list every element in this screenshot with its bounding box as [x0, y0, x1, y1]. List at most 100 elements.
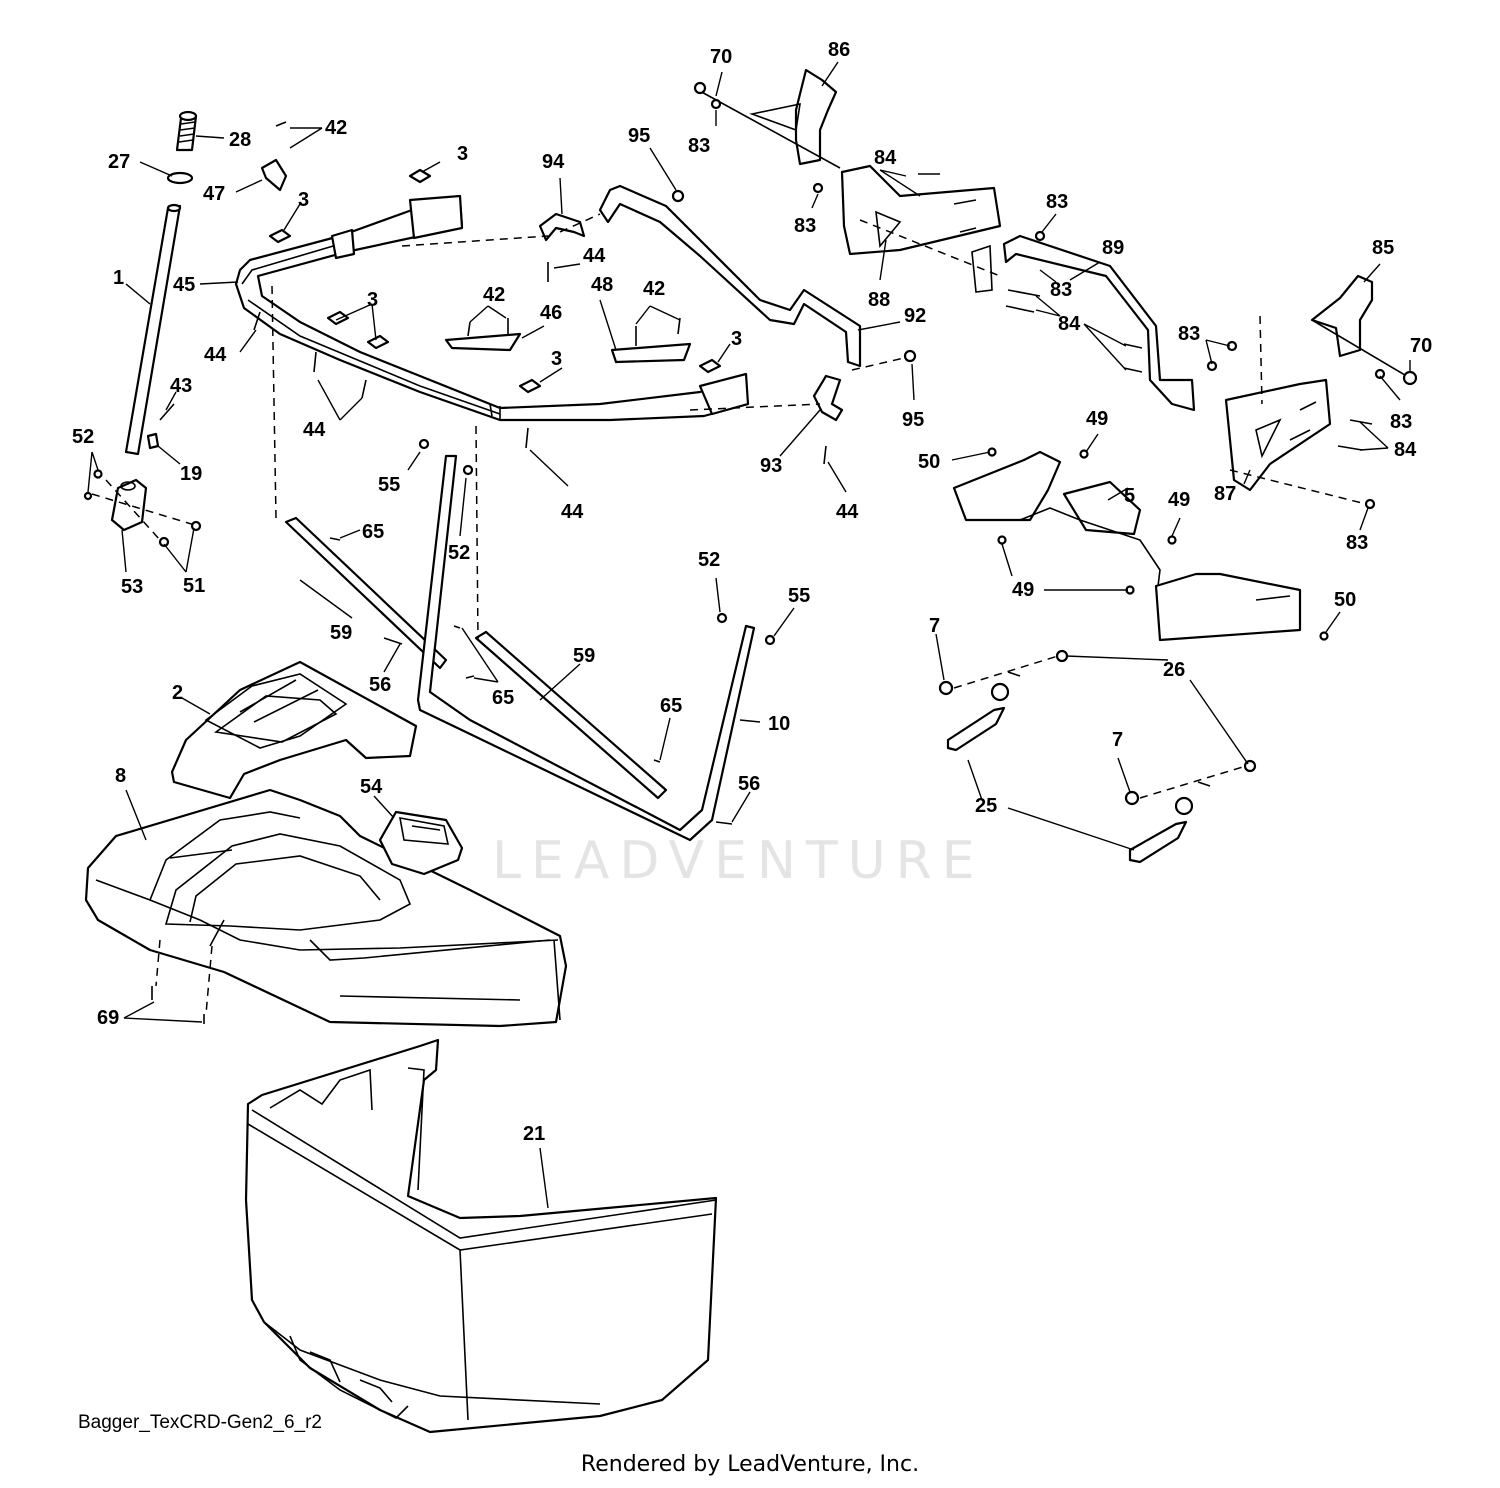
part-83-nut — [1364, 498, 1376, 510]
part-52-nut — [716, 612, 728, 624]
callout-25: 25 — [975, 795, 997, 817]
callout-52: 52 — [448, 542, 470, 564]
callout-44: 44 — [836, 501, 859, 523]
part-93-hook — [812, 374, 844, 422]
callout-3: 3 — [298, 189, 309, 211]
part-52-nut — [93, 469, 103, 479]
callout-labels: 1 2 3 3 3 3 3 5 7 7 8 10 19 21 25 26 27 … — [72, 39, 1432, 1145]
callout-84: 84 — [1058, 313, 1081, 335]
watermark-text: LEADVENTURE — [492, 831, 985, 891]
callout-89: 89 — [1102, 237, 1124, 259]
callout-83: 83 — [794, 215, 816, 237]
part-70-bolt — [697, 89, 841, 169]
callout-69: 69 — [97, 1007, 119, 1029]
part-46-plate — [444, 332, 522, 352]
part-3-clip — [518, 378, 542, 394]
part-86-bracket — [749, 68, 838, 166]
callout-86: 86 — [828, 39, 850, 61]
callout-47: 47 — [203, 183, 225, 205]
callout-45: 45 — [173, 274, 195, 296]
callout-59: 59 — [330, 622, 352, 644]
part-3-clip — [698, 358, 722, 374]
callout-94: 94 — [542, 151, 565, 173]
part-69-pins — [151, 986, 205, 1024]
part-65-clips — [329, 537, 661, 763]
part-70-bolt — [1311, 319, 1411, 379]
callout-65: 65 — [362, 521, 384, 543]
part-92-bar — [598, 184, 862, 368]
part-2-flap — [170, 660, 418, 800]
part-7-nut — [938, 680, 954, 696]
callout-87: 87 — [1214, 483, 1236, 505]
callout-5: 5 — [1124, 485, 1135, 507]
part-3-clip — [408, 168, 432, 184]
part-56-pin — [383, 637, 403, 645]
part-28-grip — [175, 110, 198, 152]
callout-27: 27 — [108, 151, 130, 173]
callout-44: 44 — [561, 501, 584, 523]
callout-51: 51 — [183, 575, 205, 597]
callout-10: 10 — [768, 713, 790, 735]
part-19-nut — [146, 432, 160, 450]
callout-1: 1 — [113, 267, 124, 289]
callout-88: 88 — [868, 289, 890, 311]
callout-53: 53 — [121, 576, 143, 598]
part-83-nut — [1034, 230, 1046, 242]
callout-42: 42 — [483, 284, 505, 306]
part-50-nut — [1319, 631, 1329, 641]
callout-49: 49 — [1086, 408, 1108, 430]
callout-70: 70 — [710, 46, 732, 68]
callout-84: 84 — [1394, 439, 1417, 461]
callout-7: 7 — [1112, 729, 1123, 751]
callout-83: 83 — [1050, 279, 1072, 301]
callout-3: 3 — [457, 143, 468, 165]
callout-42: 42 — [643, 278, 665, 300]
part-47-clip — [260, 158, 288, 192]
callout-2: 2 — [172, 682, 183, 704]
part-25-spring — [1128, 781, 1211, 864]
part-88-plate — [840, 164, 1002, 256]
part-1-lift-rod — [124, 203, 182, 456]
part-43-pin — [159, 403, 175, 421]
part-83-nut — [1374, 368, 1386, 380]
callout-49: 49 — [1012, 579, 1034, 601]
callout-46: 46 — [540, 302, 562, 324]
part-51-screw — [158, 536, 170, 548]
part-59-strut — [474, 630, 668, 800]
callout-43: 43 — [170, 375, 192, 397]
part-49-nut — [1079, 449, 1089, 459]
callout-83: 83 — [1346, 532, 1368, 554]
callout-83: 83 — [1046, 191, 1068, 213]
callout-93: 93 — [760, 455, 782, 477]
callout-3: 3 — [731, 328, 742, 350]
callout-83: 83 — [1390, 411, 1412, 433]
callout-54: 54 — [360, 776, 383, 798]
diagram-code: Bagger_TexCRD-Gen2_6_r2 — [78, 1412, 322, 1433]
callout-95: 95 — [902, 409, 924, 431]
callout-85: 85 — [1372, 237, 1394, 259]
part-5-lift-link — [952, 450, 1302, 642]
part-94-hook — [538, 212, 586, 242]
part-56-pin — [715, 821, 733, 825]
part-84-bolts — [1123, 343, 1143, 373]
callout-70: 70 — [1410, 335, 1432, 357]
part-8-bag-cover — [84, 788, 568, 1028]
part-10-handle — [416, 454, 756, 842]
callout-8: 8 — [115, 765, 126, 787]
part-27-washer — [166, 171, 194, 185]
callout-21: 21 — [523, 1123, 545, 1145]
part-95-bolt — [671, 189, 685, 203]
callout-83: 83 — [1178, 323, 1200, 345]
callout-52: 52 — [698, 549, 720, 571]
callout-7: 7 — [929, 615, 940, 637]
part-59-strut — [284, 516, 448, 670]
callout-52: 52 — [72, 426, 94, 448]
callout-95: 95 — [628, 125, 650, 147]
part-44-screws — [253, 262, 827, 465]
callout-56: 56 — [369, 674, 391, 696]
part-3-clip — [268, 228, 292, 244]
render-credit: Rendered by LeadVenture, Inc. — [580, 1452, 920, 1477]
part-52-nut — [83, 491, 93, 501]
part-84-bolts — [1005, 289, 1041, 313]
